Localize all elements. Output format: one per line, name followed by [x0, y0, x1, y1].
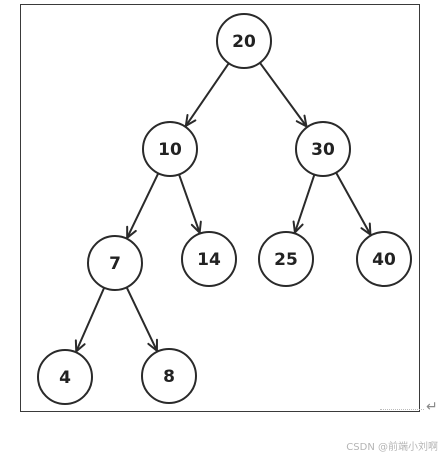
tree-node-4: 4	[37, 349, 93, 405]
tree-node-8: 8	[141, 348, 197, 404]
tree-edge-n7-n4	[75, 286, 106, 353]
csdn-watermark: CSDN @前端小刘啊	[346, 442, 438, 453]
tree-node-25: 25	[258, 231, 314, 287]
node-circle	[141, 348, 197, 404]
node-circle	[295, 121, 351, 177]
tree-edge-n7-n8	[125, 286, 158, 352]
node-circle	[356, 231, 412, 287]
tree-node-40: 40	[356, 231, 412, 287]
tree-edge-n30-n40	[335, 171, 372, 236]
tree-edge-n20-n30	[258, 61, 308, 128]
node-circle	[87, 235, 143, 291]
node-label: 14	[197, 250, 221, 270]
node-label: 40	[372, 250, 396, 270]
arrowhead-icon	[147, 338, 158, 352]
tree-node-20: 20	[216, 13, 272, 69]
node-label: 30	[311, 140, 335, 160]
edges-layer	[74, 61, 372, 353]
arrowhead-icon	[292, 220, 304, 234]
node-label: 7	[109, 254, 121, 274]
node-circle	[181, 231, 237, 287]
tree-node-7: 7	[87, 235, 143, 291]
nodes-layer: 20 10 30 7 14 25 40 4 8	[37, 13, 412, 405]
cursor-dotted-line	[380, 409, 424, 410]
tree-edge-n30-n25	[293, 173, 316, 234]
node-circle	[142, 121, 198, 177]
node-circle	[258, 231, 314, 287]
return-arrow-icon: ↵	[426, 399, 438, 415]
diagram-frame	[20, 4, 420, 412]
tree-node-30: 30	[295, 121, 351, 177]
tree-node-10: 10	[142, 121, 198, 177]
tree-edge-n10-n14	[178, 173, 201, 234]
node-circle	[216, 13, 272, 69]
tree-edge-n10-n7	[126, 172, 160, 239]
node-circle	[37, 349, 93, 405]
node-label: 20	[232, 32, 256, 52]
tree-node-14: 14	[181, 231, 237, 287]
node-label: 8	[163, 367, 175, 387]
node-label: 10	[158, 140, 182, 160]
node-label: 4	[59, 368, 71, 388]
tree-edge-n20-n10	[184, 62, 230, 127]
node-label: 25	[274, 250, 298, 270]
